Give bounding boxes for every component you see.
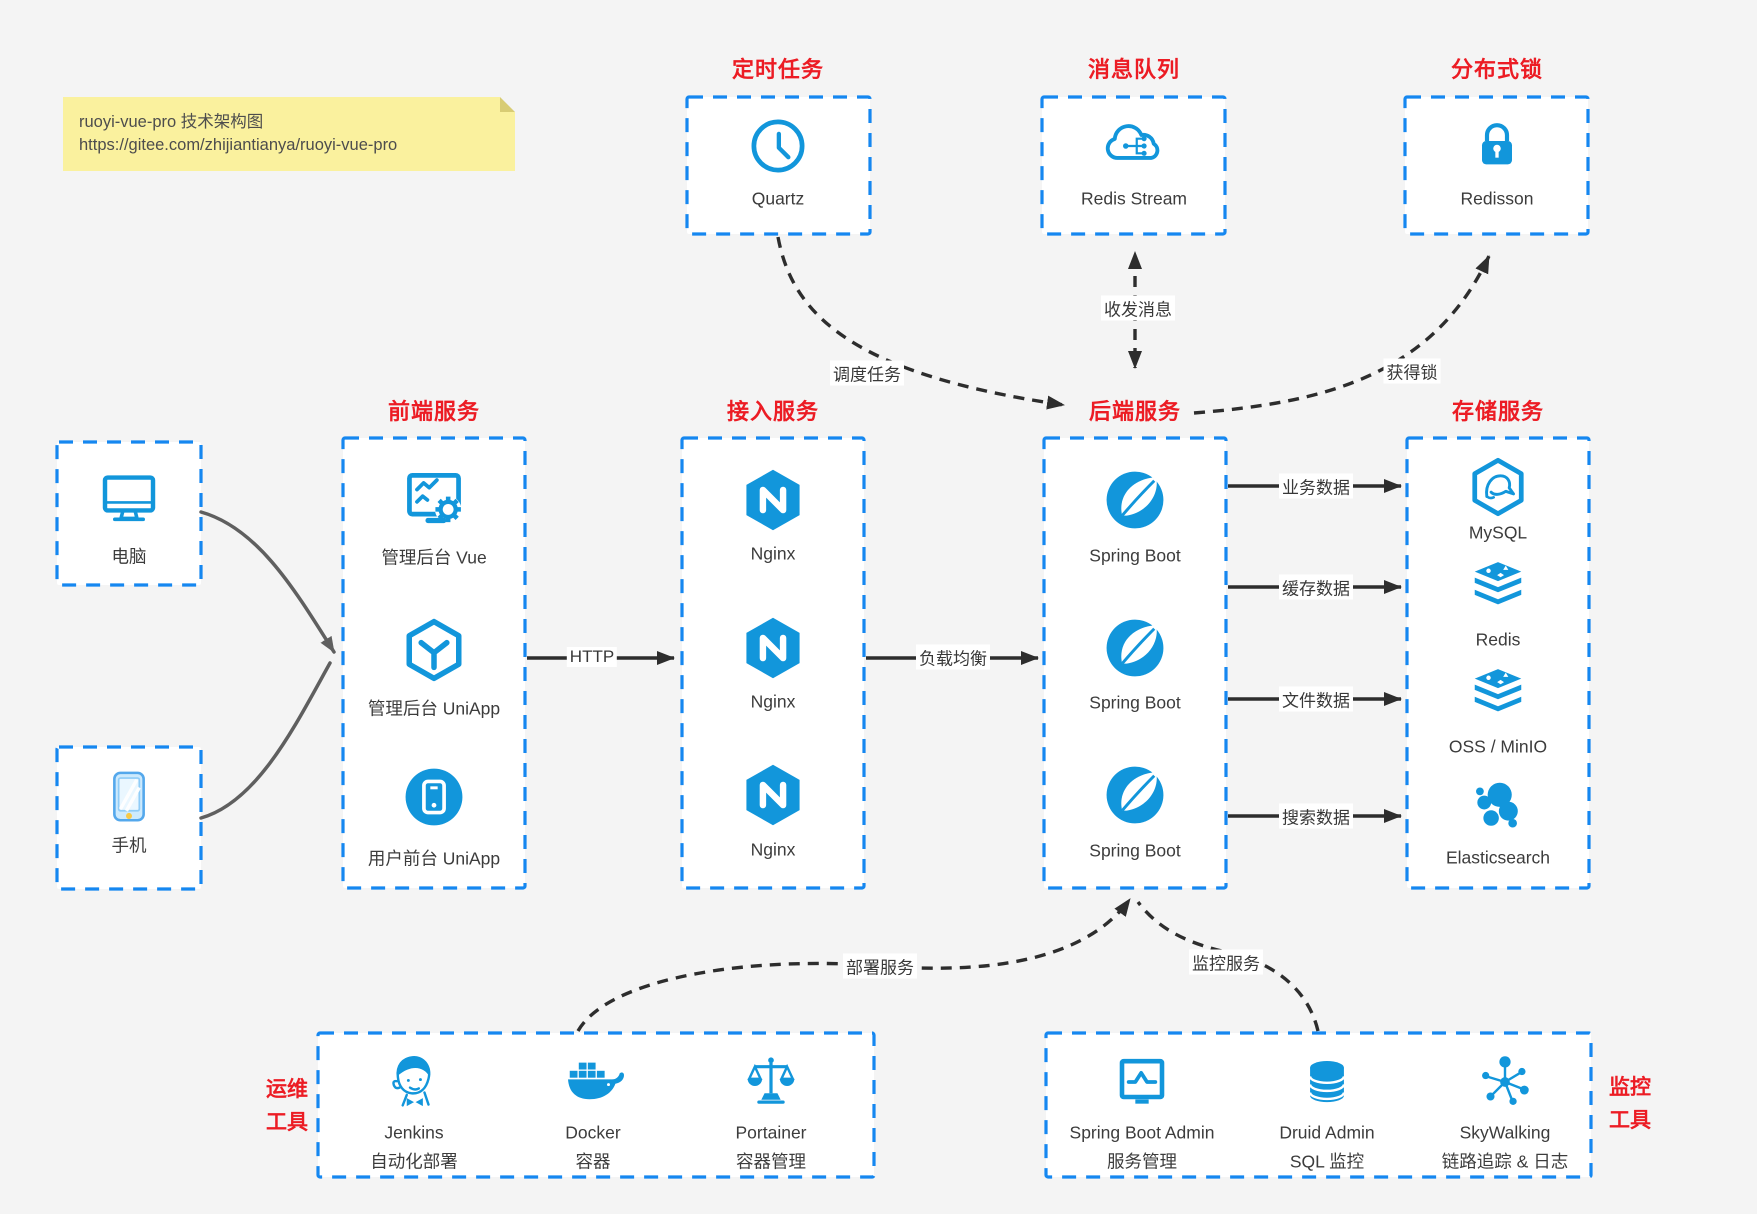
lock-icon <box>1467 116 1527 176</box>
redis-stack-icon <box>1467 557 1529 619</box>
portainer-desc: 容器管理 <box>736 1151 806 1172</box>
docker-icon <box>562 1051 624 1113</box>
skywalking-desc: 链路追踪 & 日志 <box>1441 1151 1569 1172</box>
quartz-group-box <box>685 95 872 236</box>
admin-uniapp-label: 管理后台 UniApp <box>367 698 501 719</box>
jenkins-desc: 自动化部署 <box>370 1151 458 1172</box>
group-title-backend: 后端服务 <box>1088 399 1182 424</box>
desktop-icon <box>97 466 161 530</box>
spring-boot-label: Spring Boot <box>1089 545 1181 566</box>
user-app-icon <box>401 764 467 830</box>
oss-minio-label: OSS / MinIO <box>1448 736 1548 757</box>
mq-group-box <box>1040 95 1227 236</box>
pc-client-label: 电脑 <box>111 546 147 567</box>
edge-phone-to-frontend <box>199 661 332 820</box>
group-title-monitor-tools: 监控 工具 <box>1609 1076 1651 1132</box>
sticky-note: ruoyi-vue-pro 技术架构图 https://gitee.com/zh… <box>63 97 515 171</box>
druid-admin-desc: SQL 监控 <box>1289 1151 1365 1172</box>
nginx-icon <box>740 615 806 681</box>
edge-label-schedule-task: 调度任务 <box>830 360 904 386</box>
edge-label-http: HTTP <box>566 647 618 667</box>
jenkins-icon <box>385 1053 443 1111</box>
monitor-pulse-icon <box>1112 1052 1172 1112</box>
group-title-devops-tools: 运维 工具 <box>266 1078 308 1134</box>
user-uniapp-label: 用户前台 UniApp <box>367 848 501 869</box>
elasticsearch-label: Elasticsearch <box>1445 847 1551 868</box>
nginx-icon <box>740 762 806 828</box>
druid-admin-label: Druid Admin <box>1279 1122 1375 1143</box>
group-title-distributed-lock: 分布式锁 <box>1450 57 1544 82</box>
monitor-group-box <box>1044 1031 1593 1179</box>
redisson-label: Redisson <box>1460 188 1534 209</box>
edge-label-cache-data: 缓存数据 <box>1279 574 1353 600</box>
spring-boot-icon <box>1102 467 1168 533</box>
spring-boot-icon <box>1102 762 1168 828</box>
jenkins-label: Jenkins <box>384 1122 444 1143</box>
edge-acquire-lock <box>1193 255 1491 415</box>
edge-label-business-data: 业务数据 <box>1279 473 1353 499</box>
nginx-icon <box>740 467 806 533</box>
spring-boot-admin-desc: 服务管理 <box>1107 1151 1177 1172</box>
sticky-note-title: ruoyi-vue-pro 技术架构图 <box>79 113 264 131</box>
group-title-frontend: 前端服务 <box>387 399 481 424</box>
admin-vue-label: 管理后台 Vue <box>381 547 487 568</box>
phone-client-label: 手机 <box>111 835 147 856</box>
group-title-storage: 存储服务 <box>1451 399 1545 424</box>
edge-label-file-data: 文件数据 <box>1279 686 1353 712</box>
storage-stack-icon <box>1467 664 1529 726</box>
devops-group-box <box>316 1031 876 1179</box>
elasticsearch-icon <box>1467 775 1529 837</box>
portainer-icon <box>742 1053 800 1111</box>
admin-vue-icon <box>400 465 468 533</box>
sticky-note-url: https://gitee.com/zhijiantianya/ruoyi-vu… <box>79 136 398 154</box>
spring-boot-label: Spring Boot <box>1089 692 1181 713</box>
clock-icon <box>747 115 809 177</box>
group-title-gateway: 接入服务 <box>726 399 820 424</box>
spring-boot-admin-label: Spring Boot Admin <box>1069 1122 1215 1143</box>
group-title-scheduled-jobs: 定时任务 <box>731 57 825 82</box>
storage-group-box <box>1405 436 1591 890</box>
edge-label-monitor-service: 监控服务 <box>1189 949 1263 975</box>
portainer-label: Portainer <box>735 1122 807 1143</box>
uniapp-cube-icon <box>401 617 467 683</box>
edge-deploy-service <box>576 898 1132 1032</box>
database-icon <box>1298 1053 1356 1111</box>
edge-label-load-balance: 负载均衡 <box>916 644 990 670</box>
pc-client-box <box>55 440 203 587</box>
spring-boot-label: Spring Boot <box>1089 840 1181 861</box>
mobile-phone-icon <box>98 766 160 828</box>
lock-group-box <box>1403 95 1590 236</box>
mysql-icon <box>1467 456 1529 518</box>
edge-pc-to-frontend <box>199 510 336 654</box>
skywalking-label: SkyWalking <box>1459 1122 1551 1143</box>
mysql-label: MySQL <box>1468 522 1528 543</box>
nginx-label: Nginx <box>750 839 796 860</box>
docker-desc: 容器 <box>575 1151 611 1172</box>
edge-schedule-task <box>776 236 1065 410</box>
edge-label-acquire-lock: 获得锁 <box>1383 358 1441 384</box>
redis-label: Redis <box>1475 629 1521 650</box>
cloud-network-icon <box>1101 113 1167 179</box>
skywalking-icon <box>1476 1053 1534 1111</box>
edge-label-send-receive-msg: 收发消息 <box>1101 295 1175 321</box>
nginx-label: Nginx <box>750 543 796 564</box>
edge-label-deploy-service: 部署服务 <box>843 953 917 979</box>
group-title-message-queue: 消息队列 <box>1087 57 1181 82</box>
quartz-label: Quartz <box>751 188 805 209</box>
edge-label-search-data: 搜索数据 <box>1279 803 1353 829</box>
redis-stream-label: Redis Stream <box>1080 188 1188 209</box>
spring-boot-icon <box>1102 615 1168 681</box>
nginx-label: Nginx <box>750 691 796 712</box>
docker-label: Docker <box>565 1122 621 1143</box>
sticky-note-fold-corner <box>500 97 515 112</box>
